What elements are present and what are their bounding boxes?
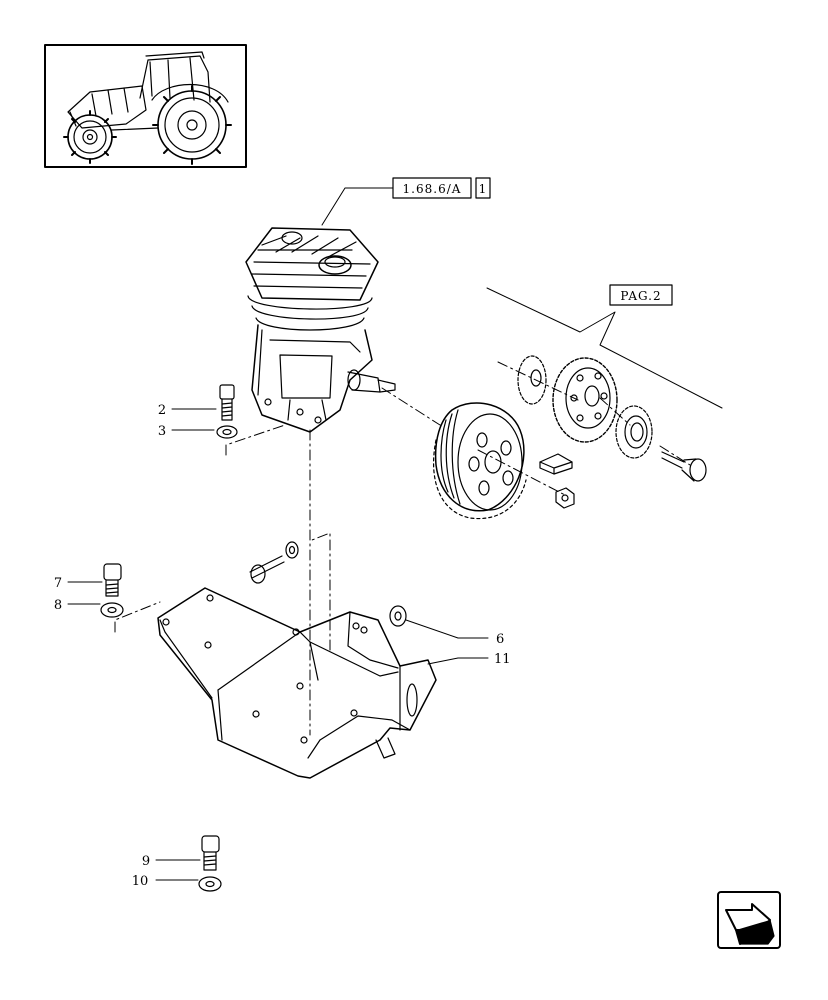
next-page-button[interactable]: [717, 891, 781, 949]
page-reference[interactable]: PAG.2: [609, 284, 673, 306]
support-bracket: [157, 587, 437, 779]
callout-11-label: 11: [494, 652, 511, 667]
callout-3-label: 3: [158, 424, 166, 439]
compressor-leader: [321, 187, 394, 226]
washer-6[interactable]: [389, 605, 407, 627]
callout-2-label: 2: [158, 403, 166, 418]
compressor-reference[interactable]: 1.68.6/A 1: [392, 177, 491, 199]
callout-11-leader: [427, 657, 489, 665]
screw-2[interactable]: [219, 384, 235, 421]
page-ref-text: PAG.2: [620, 289, 661, 303]
callout-10-label: 10: [132, 874, 149, 889]
tractor-icon: [63, 51, 232, 165]
tractor-thumbnail[interactable]: [44, 44, 247, 168]
assembly-centerlines: [225, 361, 691, 736]
washer-10[interactable]: [198, 876, 222, 892]
callout-6-leader: [405, 619, 489, 639]
washer-3[interactable]: [216, 425, 238, 439]
washer-8[interactable]: [100, 602, 124, 618]
next-page-arrow-icon: [725, 903, 775, 945]
section-divider: [486, 287, 723, 409]
drive-pulley-assembly: [433, 355, 707, 520]
mount-screw: [249, 541, 299, 584]
callout-6-label: 6: [496, 632, 504, 647]
washer-8-dash: [114, 601, 161, 633]
callout-9-label: 9: [142, 854, 150, 869]
air-compressor: [245, 227, 396, 433]
screw-9[interactable]: [201, 835, 220, 871]
callout-8-label: 8: [54, 598, 62, 613]
compressor-ref-sheet-text: 1: [479, 182, 488, 196]
screw-7[interactable]: [103, 563, 122, 597]
compressor-ref-text: 1.68.6/A: [403, 182, 462, 196]
callout-7-label: 7: [54, 576, 62, 591]
